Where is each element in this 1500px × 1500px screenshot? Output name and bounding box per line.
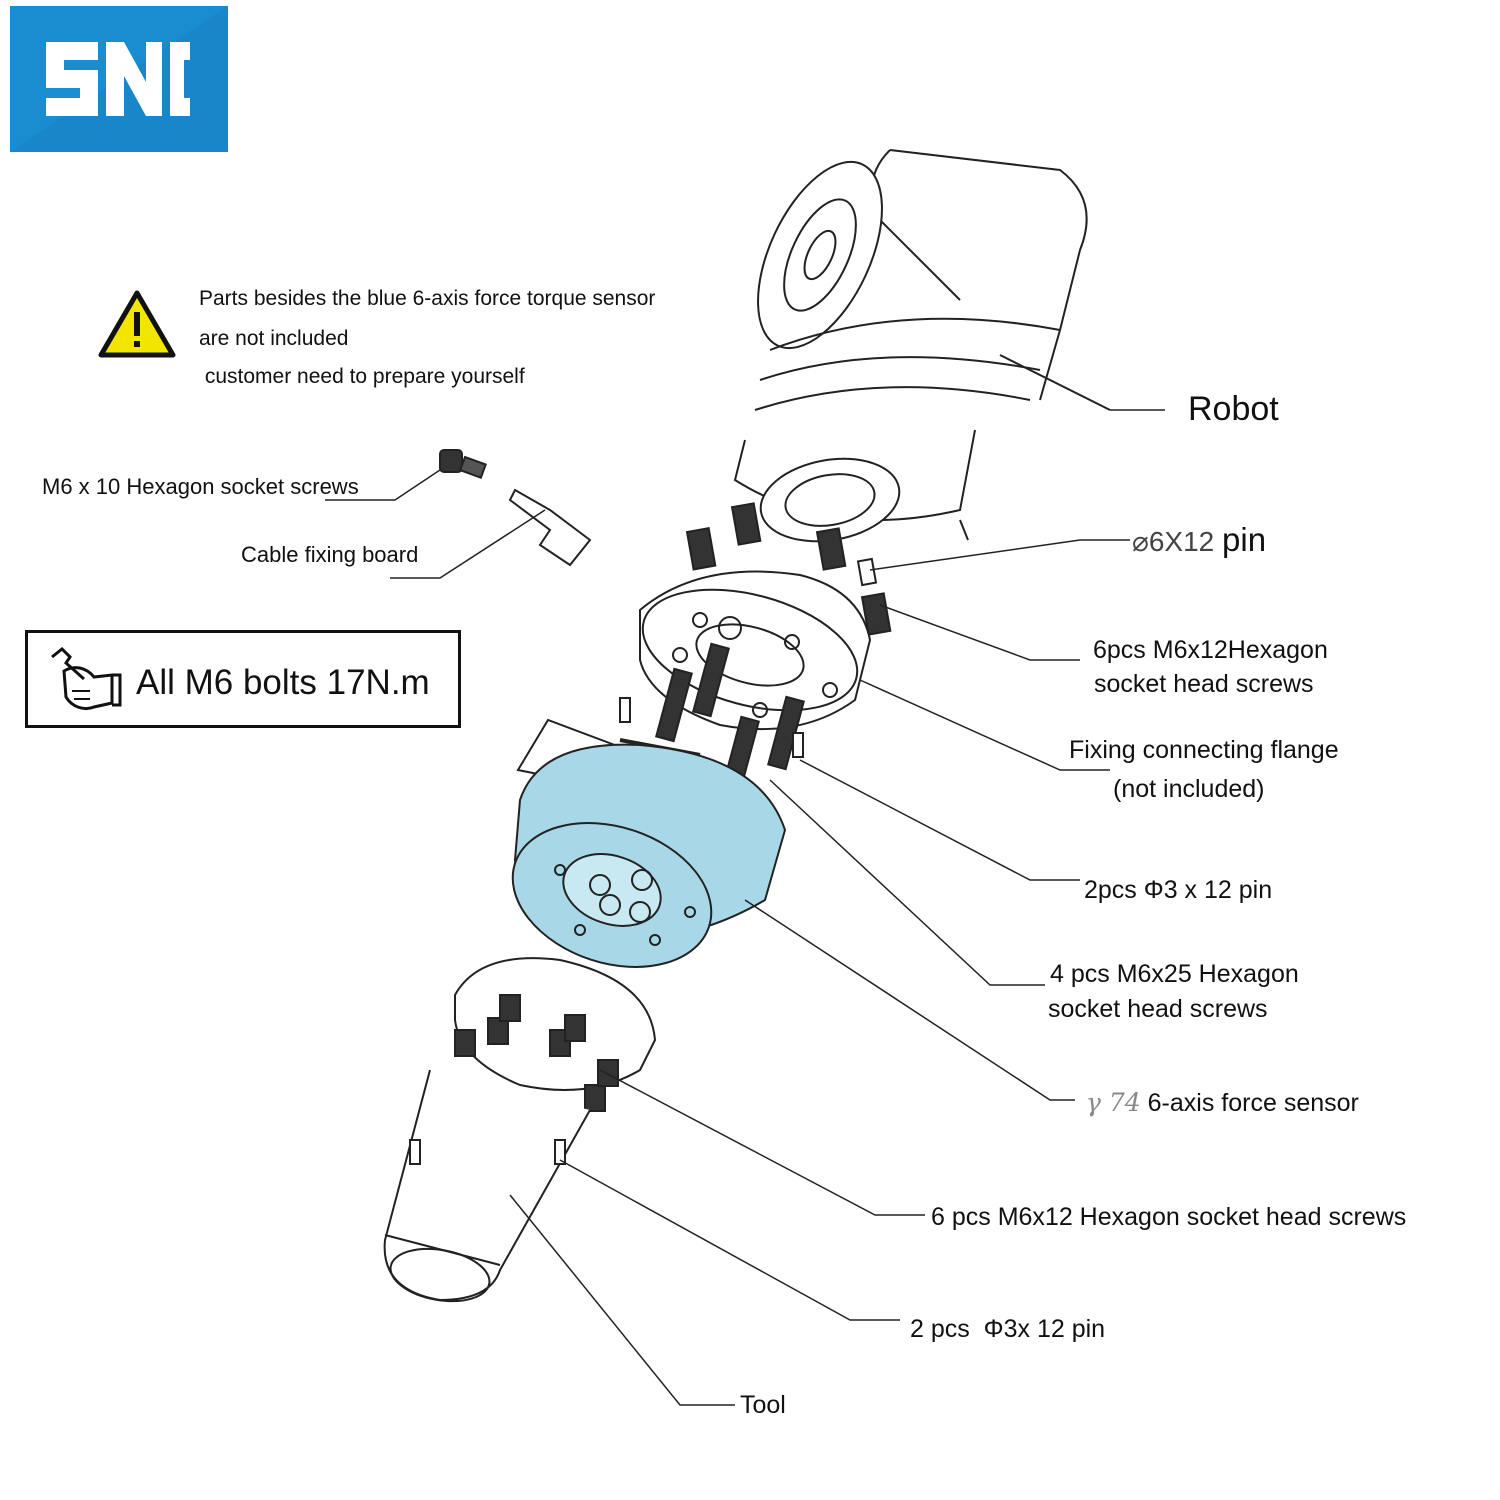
warning-line-2: are not included	[199, 327, 349, 350]
label-cable-board: Cable fixing board	[241, 542, 419, 567]
sensor-prefix: γ 74	[1086, 1088, 1141, 1117]
label-pin-6x12: ⌀6X12 pin	[1132, 521, 1266, 559]
label-m6x12-bottom: 6 pcs M6x12 Hexagon socket head screws	[931, 1203, 1407, 1231]
label-m6x25-1: 4 pcs M6x25 Hexagon	[1050, 960, 1299, 988]
label-flange-2: (not included)	[1113, 775, 1265, 803]
label-force-sensor: γ 74 6-axis force sensor	[1086, 1088, 1359, 1118]
warning-triangle-icon	[98, 290, 176, 358]
label-m6x12-top-2: socket head screws	[1094, 670, 1314, 698]
pin-6x12-text: pin	[1222, 521, 1267, 558]
snc-logo	[10, 6, 228, 152]
label-m6x25-2: socket head screws	[1048, 995, 1268, 1023]
tool	[383, 957, 657, 1303]
label-tool: Tool	[740, 1391, 786, 1419]
label-m6x10-screws: M6 x 10 Hexagon socket screws	[42, 474, 359, 499]
torque-note-text: All M6 bolts 17N.m	[136, 663, 430, 702]
label-flange-1: Fixing connecting flange	[1069, 736, 1339, 764]
label-pin-3x12-top: 2pcs Φ3 x 12 pin	[1084, 876, 1273, 904]
fixing-flange	[639, 570, 872, 731]
leader-lines	[325, 409, 1165, 1406]
force-sensor	[511, 718, 787, 968]
sensor-text: 6-axis force sensor	[1147, 1089, 1359, 1117]
warning-line-3: customer need to prepare yourself	[199, 365, 525, 388]
robot-arm	[733, 149, 1111, 543]
torque-note-box: All M6 bolts 17N.m	[25, 630, 461, 728]
label-robot: Robot	[1188, 390, 1279, 428]
warning-line-1: Parts besides the blue 6-axis force torq…	[199, 287, 656, 310]
wrench-hand-icon	[51, 646, 122, 711]
screws-top	[685, 502, 892, 636]
label-m6x12-top-1: 6pcs M6x12Hexagon	[1093, 636, 1328, 664]
pin-6x12-prefix: ⌀6X12	[1132, 526, 1215, 557]
label-pin-3x12-bottom: 2 pcs Φ3x 12 pin	[910, 1315, 1106, 1343]
